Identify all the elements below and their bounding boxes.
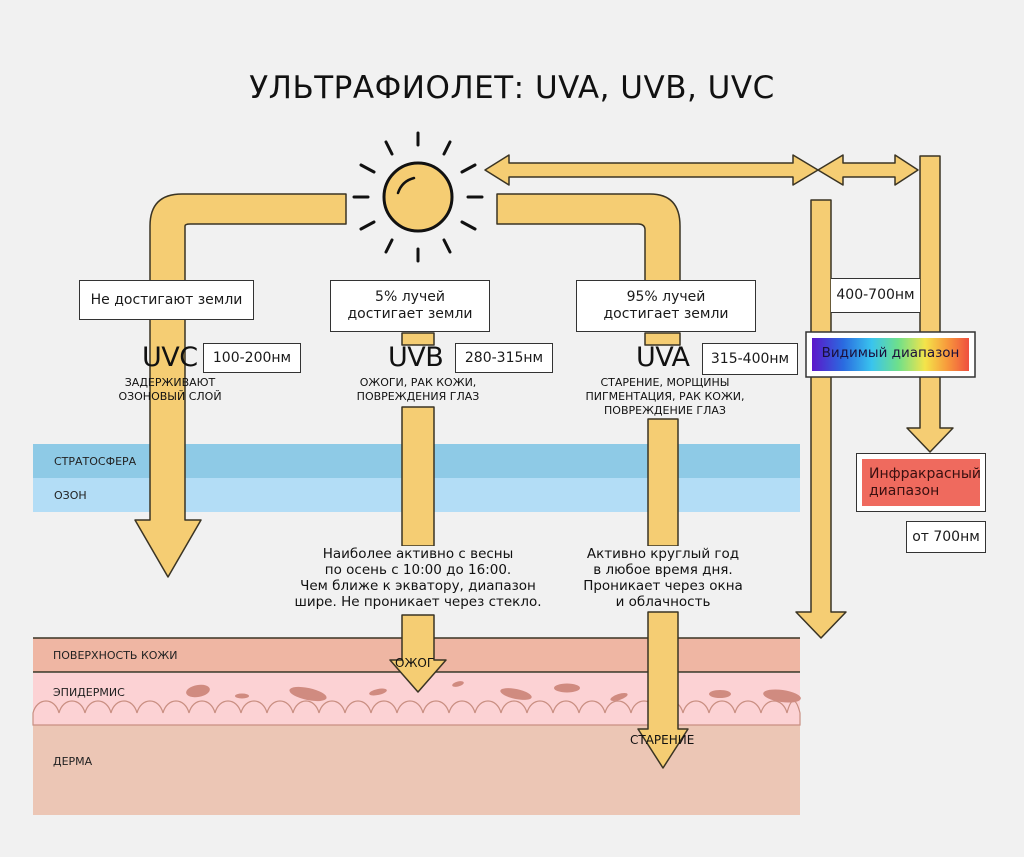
infrared-label-line: Инфракрасный	[869, 465, 981, 482]
uvb-reach-box: 5% лучей достигает земли	[330, 280, 490, 332]
uvc-label: UVC	[142, 342, 198, 373]
uvb-skin-result: ОЖОГ	[395, 656, 435, 670]
uva-note: Активно круглый год в любое время дня. П…	[568, 546, 758, 610]
uvb-note-line: Чем ближе к экватору, диапазон	[300, 578, 536, 594]
uva-skin-result: СТАРЕНИЕ	[630, 733, 695, 747]
sun-icon	[352, 131, 484, 263]
uvb-range-text: 280-315нм	[464, 349, 544, 366]
uvb-note-line: по осень с 10:00 до 16:00.	[324, 562, 512, 578]
uva-effect: СТАРЕНИЕ, МОРЩИНЫ ПИГМЕНТАЦИЯ, РАК КОЖИ,…	[580, 376, 750, 418]
uvb-effect-line: ПОВРЕЖДЕНИЯ ГЛАЗ	[356, 390, 480, 403]
uvc-effect: ЗАДЕРЖИВАЮТ ОЗОНОВЫЙ СЛОЙ	[100, 376, 240, 404]
uva-range-text: 315-400нм	[710, 350, 790, 367]
uva-reach-line: достигает земли	[603, 306, 729, 322]
uva-beam-a	[644, 332, 681, 346]
uva-range-box: 315-400нм	[702, 343, 798, 375]
uvc-reach-box: Не достигают земли	[79, 280, 254, 320]
epidermis-wave	[32, 700, 801, 726]
uva-label: UVA	[636, 342, 690, 373]
stratosphere-label: СТРАТОСФЕРА	[54, 455, 137, 468]
uvb-note-line: Наиболее активно с весны	[322, 546, 514, 562]
uva-reach-line: 95% лучей	[626, 289, 706, 305]
uva-effect-line: ПИГМЕНТАЦИЯ, РАК КОЖИ,	[585, 390, 745, 403]
infrared-beam	[906, 155, 954, 453]
uva-beam-lower	[637, 611, 689, 769]
double-arrow-visible	[817, 154, 919, 186]
dermis-label: ДЕРМА	[53, 755, 93, 768]
uvc-range-box: 100-200нм	[203, 343, 301, 373]
uvc-effect-line: ОЗОНОВЫЙ СЛОЙ	[118, 390, 222, 403]
visible-beam	[795, 199, 847, 639]
ozone-label: ОЗОН	[54, 489, 87, 502]
uvb-reach-line: достигает земли	[347, 306, 473, 322]
uvb-beam-mid	[401, 406, 435, 547]
uvb-beam-upper	[401, 332, 435, 346]
uva-beam-mid	[647, 418, 679, 547]
beams	[134, 154, 954, 769]
uvb-note: Наиболее активно с весны по осень с 10:0…	[282, 546, 554, 610]
infrared-range-box: от 700нм	[906, 521, 986, 553]
uvb-label: UVB	[388, 342, 444, 373]
skin-surface-label: ПОВЕРХНОСТЬ КОЖИ	[53, 649, 178, 662]
skin-cells	[186, 681, 801, 703]
uva-note-line: в любое время дня.	[593, 562, 733, 578]
uva-reach-box: 95% лучей достигает земли	[576, 280, 756, 332]
uvb-effect-line: ОЖОГИ, РАК КОЖИ,	[359, 376, 477, 389]
uvb-beam-lower	[389, 614, 447, 693]
uva-beam-top	[496, 193, 681, 283]
uva-effect-line: ПОВРЕЖДЕНИЕ ГЛАЗ	[604, 404, 726, 417]
uvb-effect: ОЖОГИ, РАК КОЖИ, ПОВРЕЖДЕНИЯ ГЛАЗ	[338, 376, 498, 404]
uvb-note-line: шире. Не проникает через стекло.	[294, 594, 542, 610]
page-title: УЛЬТРАФИОЛЕТ: UVA, UVB, UVC	[249, 70, 775, 106]
uvb-range-box: 280-315нм	[455, 343, 553, 373]
uvc-beam	[134, 193, 347, 578]
visible-spectrum-gradient	[812, 338, 969, 371]
uva-effect-line: СТАРЕНИЕ, МОРЩИНЫ	[600, 376, 730, 389]
uvc-reach-text: Не достигают земли	[90, 291, 243, 308]
epidermis-label: ЭПИДЕРМИС	[53, 686, 125, 699]
uvb-reach-line: 5% лучей	[375, 289, 445, 305]
infrared-label-line: диапазон	[869, 482, 940, 499]
infrared-box: Инфракрасный диапазон	[856, 453, 986, 512]
uva-note-line: и облачность	[615, 594, 711, 610]
uva-note-line: Активно круглый год	[586, 546, 740, 562]
uva-note-line: Проникает через окна	[583, 578, 743, 594]
infrared-label: Инфракрасный диапазон	[862, 459, 981, 506]
visible-range-box: 400-700нм	[831, 278, 920, 313]
uvc-range-text: 100-200нм	[212, 349, 292, 366]
visible-label: Видимый диапазон	[821, 345, 960, 361]
uvc-effect-line: ЗАДЕРЖИВАЮТ	[124, 376, 216, 389]
double-arrow-uv	[484, 154, 819, 186]
infrared-range-text: от 700нм	[912, 528, 980, 545]
visible-range-text: 400-700нм	[836, 287, 915, 303]
